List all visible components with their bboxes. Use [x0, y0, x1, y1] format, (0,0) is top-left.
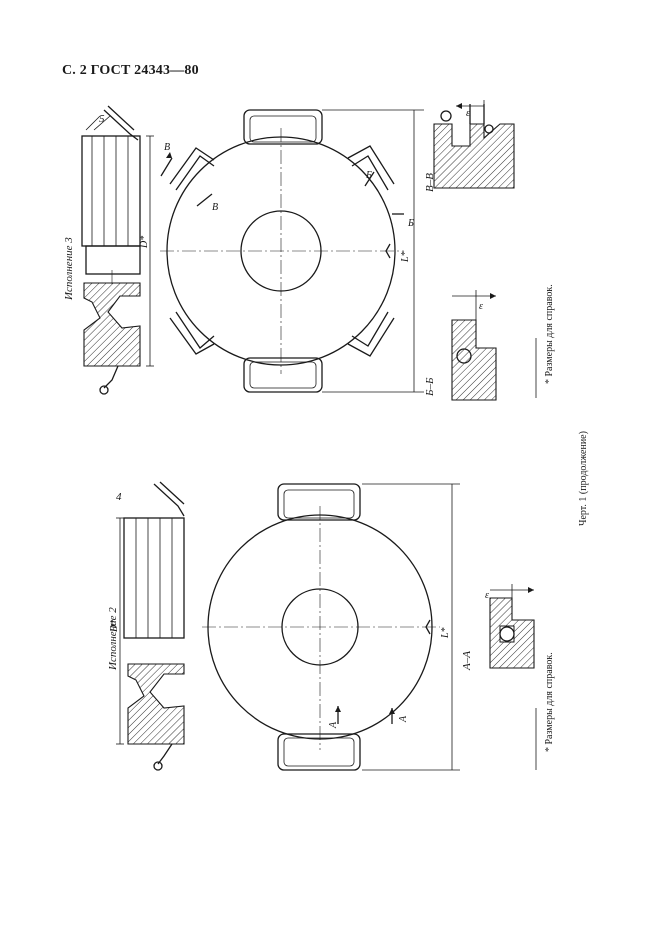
variant2-dim-l: L*: [440, 627, 451, 639]
page-header: С. 2 ГОСТ 24343—80: [62, 63, 199, 78]
variant2-section-aa-label: А–А: [461, 651, 473, 671]
variant3-plan-view: [160, 109, 424, 393]
variant3-cut-b-2: Б: [407, 218, 414, 229]
variant3-section-bb: [451, 290, 497, 401]
variant3-dim-d: D*: [139, 236, 150, 249]
variant3-section-vv-dim: ε: [466, 108, 470, 119]
variant3-cut-v-2: В: [212, 202, 218, 213]
variant2-cut-a-2: А: [398, 715, 409, 723]
variant2-title: Исполнение 2: [107, 607, 119, 671]
variant3-section-bb-dim: ε: [479, 301, 483, 312]
variant2-callout: 4: [116, 491, 122, 503]
variant2-section-aa: [489, 584, 535, 669]
variant3-side-profile: [81, 105, 154, 395]
variant3-footnote: * Размеры для справок.: [544, 284, 555, 384]
variant2-footnote: * Размеры для справок.: [544, 652, 555, 752]
variant3-drawing: Исполнение 3 5 D*: [63, 100, 555, 401]
variant3-dim-l: L*: [400, 251, 411, 263]
variant2-dim-d: D*: [109, 620, 120, 633]
variant3-cut-b-1: Б: [365, 170, 372, 181]
variant2-plan-view: [202, 483, 460, 771]
variant2-drawing: Исполнение 2 4 D* А А L*: [107, 481, 555, 771]
variant3-cut-v-1: В: [164, 142, 170, 153]
variant2-cut-a-1: А: [328, 721, 339, 729]
variant3-title: Исполнение 3: [63, 237, 75, 301]
variant3-section-vv: [433, 100, 515, 189]
variant3-callout: 5: [99, 113, 105, 125]
figure-caption: Черт. 1 (продолжение): [578, 431, 589, 526]
variant2-side-profile: [116, 481, 185, 771]
variant3-section-vv-label: В–В: [424, 173, 436, 192]
variant3-section-bb-label: Б–Б: [424, 377, 436, 397]
variant2-section-aa-dim: ε: [485, 590, 489, 601]
